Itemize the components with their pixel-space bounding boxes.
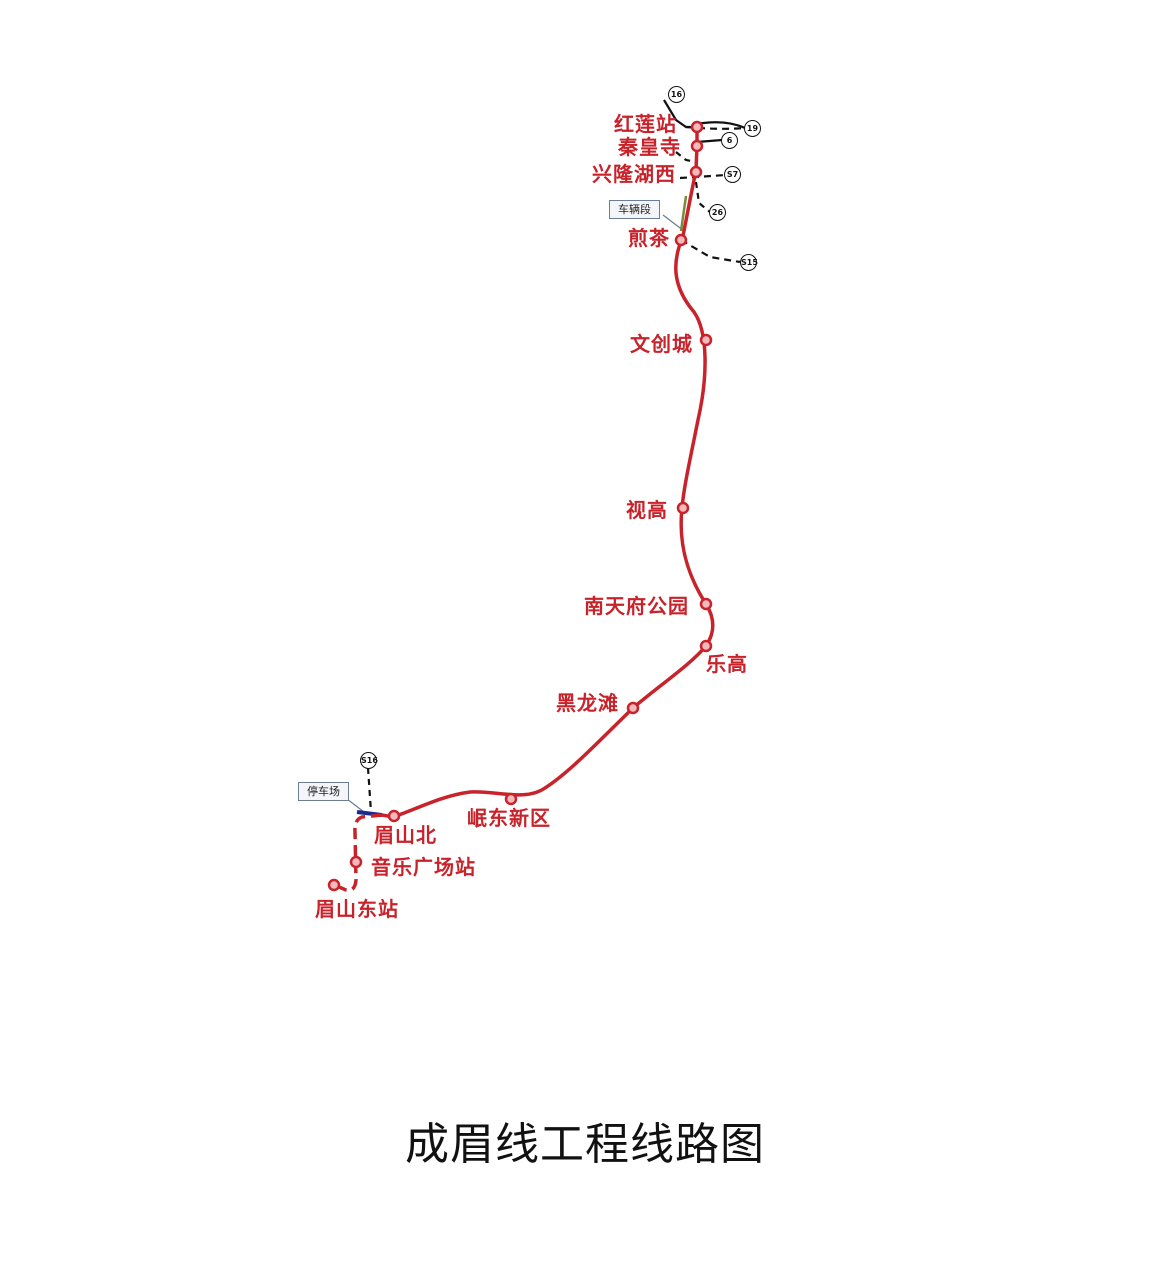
connector-badge-26[interactable]: 26 <box>709 204 726 221</box>
station-label-yinyueguangchang[interactable]: 音乐广场站 <box>371 855 476 879</box>
connector-line-s15 <box>680 239 741 264</box>
station-marker-meishanbei[interactable] <box>387 809 401 823</box>
station-label-shigao[interactable]: 视高 <box>626 498 668 522</box>
connector-badge-19[interactable]: 19 <box>744 120 761 137</box>
station-label-meishanbei[interactable]: 眉山北 <box>374 823 437 847</box>
connector-line-26 <box>694 181 711 213</box>
connector-badge-s7[interactable]: S7 <box>724 166 741 183</box>
station-label-mindongxinqu[interactable]: 岷东新区 <box>467 806 551 830</box>
parking-yard-leader <box>346 798 365 813</box>
station-marker-shigao[interactable] <box>676 501 690 515</box>
station-marker-meishandong[interactable] <box>327 878 341 892</box>
station-marker-legao[interactable] <box>699 639 713 653</box>
station-label-legao[interactable]: 乐高 <box>706 652 748 676</box>
connector-badge-16[interactable]: 16 <box>668 86 685 103</box>
connector-line-s7 <box>679 173 727 180</box>
station-marker-mindongxinqu[interactable] <box>504 792 518 806</box>
station-marker-yinyueguangchang[interactable] <box>349 855 363 869</box>
station-label-wenchuangcheng[interactable]: 文创城 <box>630 332 693 356</box>
connector-line-qinhuang-dashed <box>675 151 697 164</box>
station-label-jiancha[interactable]: 煎茶 <box>628 226 670 250</box>
connector-badge-s16[interactable]: S16 <box>360 752 378 769</box>
connector-line-19 <box>695 121 746 130</box>
station-label-nantianfugongyuan[interactable]: 南天府公园 <box>584 594 689 618</box>
station-marker-qinhuangsi[interactable] <box>690 139 704 153</box>
depot-label-vehicle: 车辆段 <box>609 200 660 220</box>
station-label-heilongtan[interactable]: 黑龙滩 <box>556 691 619 715</box>
depot-label-parking: 停车场 <box>298 782 349 802</box>
station-marker-wenchuangcheng[interactable] <box>699 333 713 347</box>
station-label-honglian[interactable]: 红莲站 <box>614 112 677 136</box>
station-markers <box>327 120 713 892</box>
station-marker-xinglonghuxi[interactable] <box>689 165 703 179</box>
station-marker-jiancha[interactable] <box>674 233 688 247</box>
station-marker-heilongtan[interactable] <box>626 701 640 715</box>
station-marker-honglian[interactable] <box>690 120 704 134</box>
station-marker-nantianfugongyuan[interactable] <box>699 597 713 611</box>
connector-badge-s15[interactable]: S15 <box>740 254 758 271</box>
station-label-meishandong[interactable]: 眉山东站 <box>315 897 399 921</box>
map-title: 成眉线工程线路图 <box>405 1119 765 1170</box>
connector-badge-6[interactable]: 6 <box>721 132 738 149</box>
vehicle-depot-stub <box>679 195 688 232</box>
station-label-xinglonghuxi[interactable]: 兴隆湖西 <box>592 162 676 186</box>
connector-line-s16 <box>366 767 373 813</box>
station-label-qinhuangsi[interactable]: 秦皇寺 <box>618 135 681 159</box>
